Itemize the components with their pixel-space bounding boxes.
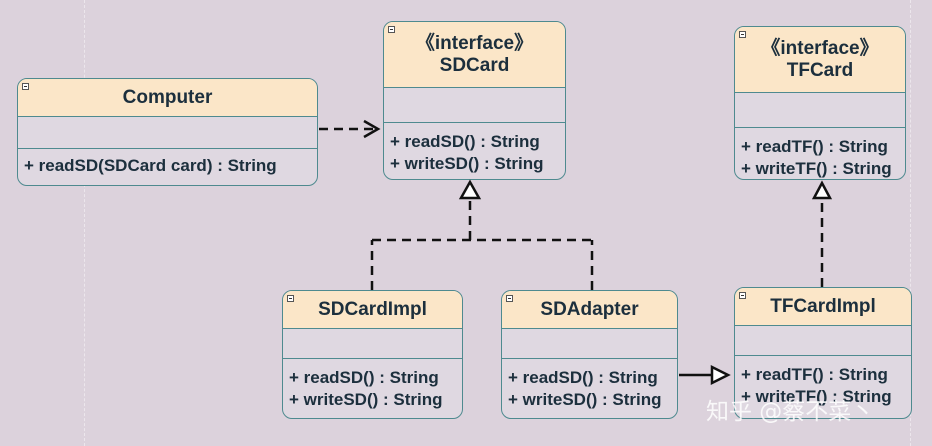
class-computer[interactable]: Computer + readSD(SDCard card) : String (17, 78, 318, 186)
collapse-icon[interactable] (287, 295, 294, 302)
watermark: 知乎 @蔡不菜丶 (706, 399, 875, 425)
class-name: Computer (122, 86, 213, 108)
class-name: SDCardImpl (318, 298, 427, 320)
realization-arrow-tfcard[interactable] (811, 180, 833, 287)
class-name: TFCard (786, 59, 854, 81)
operation: + writeTF() : String (741, 159, 892, 178)
class-name: SDAdapter (540, 298, 639, 320)
class-sdadapter[interactable]: SDAdapter + readSD() : String + writeSD(… (501, 290, 678, 419)
methods-compartment: + readTF() : String + writeTF() : String (735, 128, 905, 179)
class-tfcard[interactable]: 《interface》 TFCard + readTF() : String +… (734, 26, 906, 180)
class-tfcardimpl[interactable]: TFCardImpl + readTF() : String + writeTF… (734, 287, 912, 419)
attributes-compartment (283, 329, 462, 359)
operation: + readSD() : String (508, 368, 658, 387)
operation: + writeSD() : String (508, 390, 662, 409)
class-header: 《interface》 TFCard (735, 27, 905, 93)
class-header: TFCardImpl (735, 288, 911, 326)
operation: + readSD() : String (289, 368, 439, 387)
attributes-compartment (384, 88, 565, 123)
methods-compartment: + readSD() : String + writeSD() : String (283, 359, 462, 411)
collapse-icon[interactable] (739, 31, 746, 38)
class-header: SDCardImpl (283, 291, 462, 329)
attributes-compartment (735, 93, 905, 128)
operation: + writeTF() : String (741, 387, 892, 406)
realization-arrow-sdcard[interactable] (370, 179, 594, 290)
class-header: 《interface》 SDCard (384, 22, 565, 88)
attributes-compartment (502, 329, 677, 359)
stereotype: 《interface》 (761, 37, 879, 59)
stereotype: 《interface》 (415, 32, 534, 54)
class-header: Computer (18, 79, 317, 117)
operation: + readSD(SDCard card) : String (24, 156, 277, 175)
operation: + writeSD() : String (390, 154, 544, 173)
guide-line (84, 0, 85, 446)
methods-compartment: + readSD(SDCard card) : String (18, 149, 317, 177)
guide-line (910, 0, 911, 446)
operation: + readSD() : String (390, 132, 540, 151)
class-name: SDCard (439, 54, 510, 76)
class-header: SDAdapter (502, 291, 677, 329)
dependency-arrow[interactable] (319, 119, 381, 139)
attributes-compartment (735, 326, 911, 356)
collapse-icon[interactable] (388, 26, 395, 33)
association-arrow[interactable] (679, 364, 731, 386)
operation: + writeSD() : String (289, 390, 443, 409)
operation: + readTF() : String (741, 365, 888, 384)
methods-compartment: + readSD() : String + writeSD() : String (384, 123, 565, 175)
class-sdcardimpl[interactable]: SDCardImpl + readSD() : String + writeSD… (282, 290, 463, 419)
methods-compartment: + readTF() : String + writeTF() : String (735, 356, 911, 408)
collapse-icon[interactable] (739, 292, 746, 299)
class-name: TFCardImpl (770, 295, 876, 317)
class-sdcard[interactable]: 《interface》 SDCard + readSD() : String +… (383, 21, 566, 180)
operation: + readTF() : String (741, 137, 888, 156)
collapse-icon[interactable] (506, 295, 513, 302)
attributes-compartment (18, 117, 317, 149)
methods-compartment: + readSD() : String + writeSD() : String (502, 359, 677, 411)
collapse-icon[interactable] (22, 83, 29, 90)
